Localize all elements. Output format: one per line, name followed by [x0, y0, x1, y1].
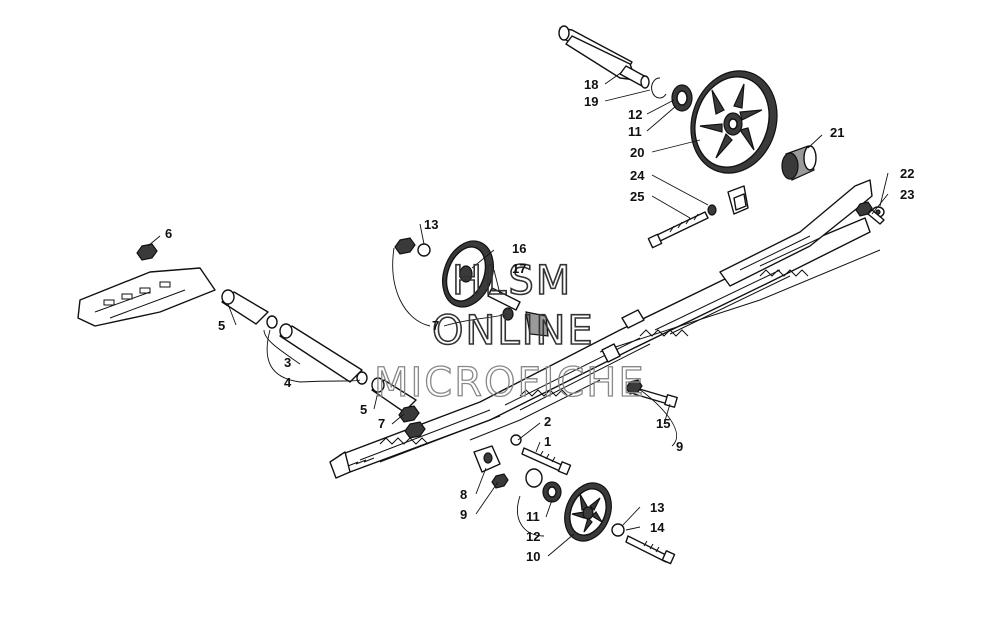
nut-9-right [625, 379, 643, 395]
watermark-line-2: ONLINE [432, 308, 595, 354]
bushing-mid [502, 307, 549, 337]
bearing-11-lower [542, 481, 562, 503]
callout-5-lower: 5 [360, 402, 367, 417]
washer-13-lower [611, 523, 625, 537]
watermark: HLSM ONLINE MICROFICHE [373, 257, 646, 406]
callout-4: 4 [284, 375, 292, 390]
callout-13-lower: 13 [650, 500, 664, 515]
bracket-plate [727, 185, 749, 215]
callout-5: 5 [218, 318, 225, 333]
callout-24: 24 [630, 168, 645, 183]
callout-22: 22 [900, 166, 914, 181]
callout-25: 25 [630, 189, 644, 204]
slide-rail-main [329, 179, 881, 479]
leader-lines [147, 71, 889, 557]
callout-7-lower: 7 [378, 416, 385, 431]
washer-4-right [356, 371, 368, 385]
callout-12-lower: 12 [526, 529, 540, 544]
callout-7: 7 [432, 318, 439, 333]
spacer-17 [487, 287, 521, 311]
bearing-12-top [671, 84, 693, 112]
bolt-1 [521, 447, 572, 476]
callout-9-lower: 9 [460, 507, 467, 522]
callout-10: 10 [526, 549, 540, 564]
callout-20: 20 [630, 145, 644, 160]
callout-18: 18 [584, 77, 598, 92]
callout-15: 15 [656, 416, 670, 431]
washer-4-left [266, 315, 278, 329]
nut-7-lower [398, 405, 426, 439]
callout-23: 23 [900, 187, 914, 202]
callout-8: 8 [460, 487, 467, 502]
callout-6: 6 [165, 226, 172, 241]
washer-12-lower [525, 468, 543, 488]
callout-2: 2 [544, 414, 551, 429]
slide-rail-left [77, 267, 216, 327]
callout-11: 11 [628, 124, 642, 139]
callout-1: 1 [544, 434, 551, 449]
callout-11-lower: 11 [526, 509, 540, 524]
callout-13: 13 [424, 217, 438, 232]
nut-7-upper [394, 237, 416, 255]
callout-9: 9 [676, 439, 683, 454]
callout-labels: 18 19 12 11 20 21 24 25 22 23 6 13 16 17… [165, 77, 914, 564]
washer-2 [510, 434, 522, 446]
wheel-hub-21 [781, 145, 817, 181]
callout-3: 3 [284, 355, 291, 370]
callout-17: 17 [512, 261, 526, 276]
watermark-line-1: HLSM [452, 258, 572, 304]
washer-24 [707, 204, 717, 216]
idler-wheel-10 [564, 482, 612, 542]
idler-wheel-large-20 [690, 70, 778, 174]
nut-6 [136, 243, 158, 261]
tube-3 [279, 323, 363, 383]
retaining-ring-19 [651, 77, 667, 99]
idler-wheel-16 [442, 240, 494, 308]
axle-bracket-8 [473, 445, 501, 473]
callout-12: 12 [628, 107, 642, 122]
axle-shaft-18 [558, 25, 650, 89]
bolt-14 [625, 535, 676, 565]
bolt-25 [647, 211, 709, 249]
bolt-9-lower [491, 473, 509, 489]
callout-21: 21 [830, 125, 844, 140]
callout-19: 19 [584, 94, 598, 109]
watermark-line-3: MICROFICHE [374, 360, 646, 406]
washer-13-upper [417, 243, 431, 257]
callout-14: 14 [650, 520, 665, 535]
callout-16: 16 [512, 241, 526, 256]
